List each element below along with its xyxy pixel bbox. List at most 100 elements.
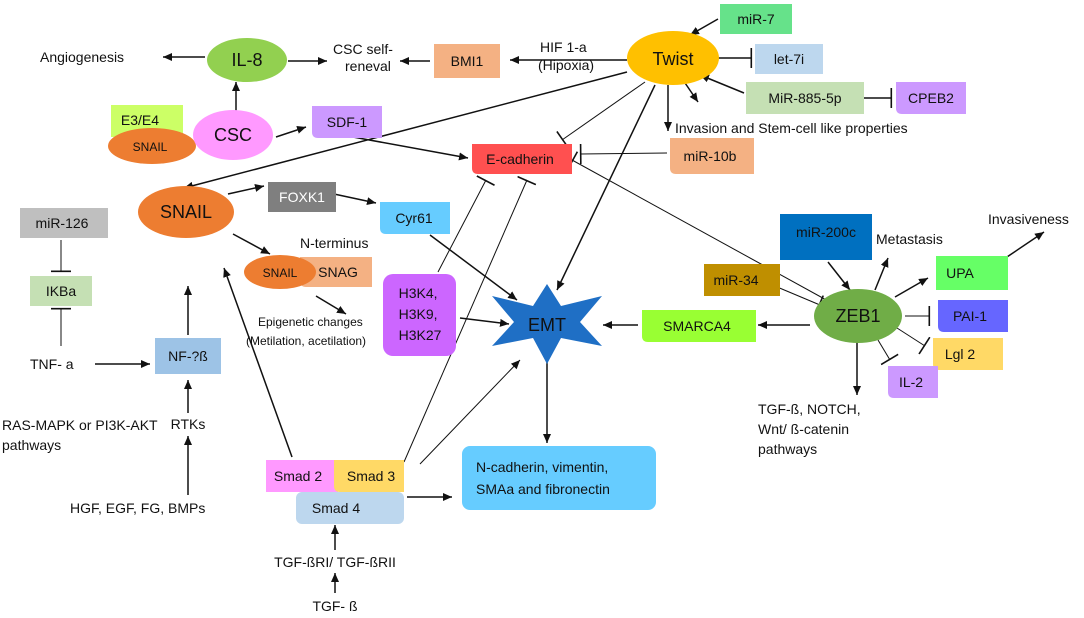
epigenetic-label: Epigenetic changes (Metilation, acetilat… [246,315,366,348]
hif-line-2: (Hipoxia) [538,57,594,73]
edge-mir200c-zeb1 [827,261,851,291]
mir10b-label: miR-10b [684,148,737,164]
tgf-receptors-label: TGF-ßRI/ TGF-ßRII [274,554,396,570]
ras-mapk-line-1: RAS-MAPK or PI3K-AKT [2,417,158,433]
metastasis-label: Metastasis [876,231,943,247]
mir885-label: MiR-885-5p [768,90,841,106]
mir7-label: miR-7 [737,11,775,27]
mir200c-label: miR-200c [796,224,856,240]
csc-self-renewal-line-2: reneval [345,58,391,74]
edge-smad3-emt [419,359,521,465]
cpeb2-node [896,82,966,114]
emt-node [492,284,602,364]
il2-label: IL-2 [899,374,923,390]
twist-label: Twist [652,49,693,69]
smad3-label: Smad 3 [347,468,395,484]
cpeb2-label: CPEB2 [908,90,954,106]
ecadherin-node [472,144,572,174]
csc-self-renewal-line-1: CSC self- [333,41,393,57]
mir126-label: miR-126 [36,215,89,231]
h3k-line-1: H3K4, [399,285,438,301]
tgfb-label: TGF- ß [312,598,357,614]
smarca4-label: SMARCA4 [663,318,731,334]
lgl2-label: Lgl 2 [945,346,976,362]
smad3-node [334,460,404,492]
edge-zeb1-ecadherin [567,151,831,303]
tnfa-label: TNF- a [30,356,74,372]
snail-small-label: SNAIL [133,140,168,154]
smad4-label: Smad 4 [312,500,360,516]
bmi1-node [434,44,500,78]
edge-snail-snag [232,233,271,255]
ikba-node [30,276,92,306]
cyr61-label: Cyr61 [395,210,433,226]
edge-twist-emt [556,84,656,291]
zeb1-node [814,289,902,343]
edge-twist-snail [183,71,628,190]
rtks-label: RTKs [171,416,206,432]
ncadherin-line-1: N-cadherin, vimentin, [476,459,608,475]
smad2-label: Smad 2 [274,468,322,484]
edge-mir885-twist [699,74,745,94]
csc-node [193,110,273,160]
edge-zeb1-upa [894,277,929,298]
smarca4-node [642,310,756,342]
edge-cyr61-emt [429,234,518,301]
ncadherin-node [462,446,656,510]
edge-mir7-twist [689,18,719,36]
foxk1-node [268,182,336,212]
zeb1-label: ZEB1 [835,306,880,326]
upa-node [936,256,1008,290]
tgf-pathways-line-2: Wnt/ ß-catenin [758,421,849,437]
angiogenesis-label: Angiogenesis [40,49,124,65]
mir34-label: miR-34 [713,272,758,288]
il8-node [207,38,287,82]
edge-twist-ecadherin [556,81,646,149]
ikba-label: IKBa [46,283,77,299]
edge-zeb1-il2 [877,339,899,366]
snail-snag-node [244,255,316,289]
smad4-node [296,492,404,524]
mir885-node [746,82,864,114]
il8-label: IL-8 [231,50,262,70]
n-terminus-label: N-terminus [300,235,368,251]
edge-sdf1-ecadherin [341,134,469,161]
edge-snag-epigenetic [315,295,347,315]
mir126-node [20,208,108,238]
invasiveness-label: Invasiveness [988,211,1069,227]
h3k-node [383,274,456,356]
edge-snail-foxk1 [227,184,265,195]
sdf1-node [312,106,382,138]
twist-node [627,31,719,85]
snail-main-node [138,186,234,238]
snail-small-node [108,128,196,164]
edges [51,18,1045,593]
h3k-line-3: H3K27 [399,327,442,343]
edge-h3k-ecadherin [437,175,495,273]
pai1-node [938,300,1008,332]
bmi1-label: BMI1 [451,53,484,69]
snail-main-label: SNAIL [160,202,212,222]
emt-label: EMT [528,315,566,335]
snail-snag-label: SNAIL [263,266,298,280]
mir7-node [720,4,792,34]
smad2-node [266,460,338,492]
ncadherin-line-2: SMAa and fibronectin [476,481,610,497]
growth-factors-label: HGF, EGF, FG, BMPs [70,500,205,516]
h3k-line-2: H3K9, [399,306,438,322]
snag-node [300,257,372,287]
tgf-pathways-line-3: pathways [758,441,817,457]
mir200c-node [780,214,872,260]
h3k-label: H3K4, H3K9, H3K27 [399,285,442,343]
edge-zeb1-metastasis [874,257,889,291]
edge-upa-invasiveness [1003,231,1045,260]
foxk1-label: FOXK1 [279,189,325,205]
snag-label: SNAG [318,264,358,280]
pai1-label: PAI-1 [953,308,987,324]
ras-mapk-line-2: pathways [2,437,61,453]
upa-label: UPA [946,265,974,281]
edge-foxk1-cyr61 [333,193,377,206]
epigenetic-line-2: (Metilation, acetilation) [246,334,366,348]
edge-csc-sdf1 [275,126,307,138]
